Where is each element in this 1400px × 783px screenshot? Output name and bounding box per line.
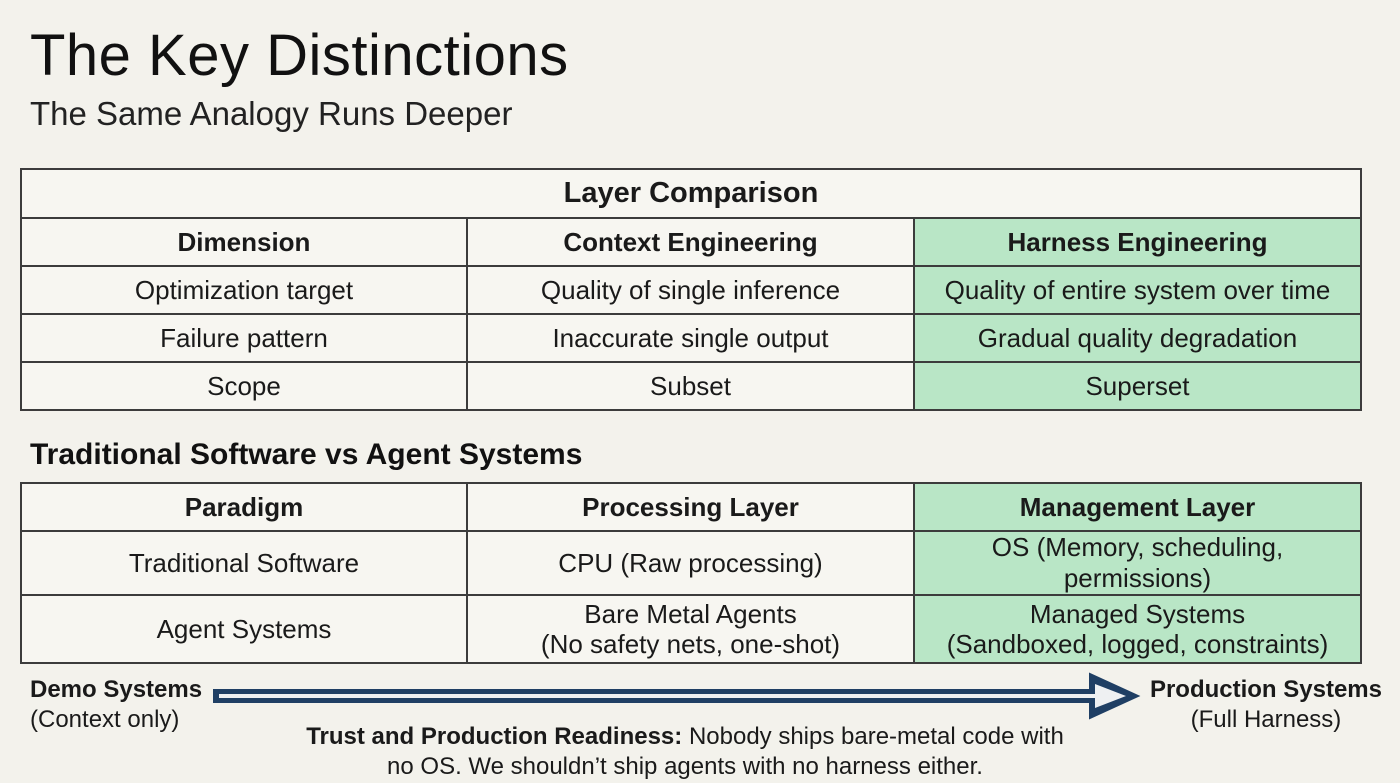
table-cell: Bare Metal Agents (No safety nets, one-s… xyxy=(466,594,915,664)
column-header-harness-engineering: Harness Engineering xyxy=(913,217,1362,267)
section-title: Traditional Software vs Agent Systems xyxy=(30,438,583,471)
column-header-dimension: Dimension xyxy=(20,217,468,267)
demo-systems-label: Demo Systems (Context only) xyxy=(30,675,202,735)
table-cell: Optimization target xyxy=(20,265,468,315)
paradigm-table: Paradigm Processing Layer Management Lay… xyxy=(20,482,1362,664)
right-arrow-icon xyxy=(213,672,1141,720)
column-header-processing-layer: Processing Layer xyxy=(466,482,915,532)
table-row: Failure pattern Inaccurate single output… xyxy=(20,313,1362,363)
cell-line: Managed Systems xyxy=(1029,599,1246,629)
table-header-row: Dimension Context Engineering Harness En… xyxy=(20,217,1362,267)
table-cell: Superset xyxy=(913,361,1362,411)
table-row: Agent Systems Bare Metal Agents (No safe… xyxy=(20,594,1362,664)
column-header-management-layer: Management Layer xyxy=(913,482,1362,532)
note-body: Nobody ships bare-metal code with no OS.… xyxy=(387,723,1064,780)
table-cell: Quality of entire system over time xyxy=(913,265,1362,315)
production-systems-label: Production Systems (Full Harness) xyxy=(1150,675,1382,735)
table-cell: Gradual quality degradation xyxy=(913,313,1362,363)
production-systems-sub: (Full Harness) xyxy=(1190,706,1342,733)
production-systems-title: Production Systems xyxy=(1149,676,1382,703)
cell-subline: (No safety nets, one-shot) xyxy=(540,629,841,659)
cell-line: Bare Metal Agents xyxy=(584,599,797,629)
table-cell: Failure pattern xyxy=(20,313,468,363)
column-header-context-engineering: Context Engineering xyxy=(466,217,915,267)
page-title: The Key Distinctions xyxy=(30,23,569,88)
table-row: Optimization target Quality of single in… xyxy=(20,265,1362,315)
table-cell: Inaccurate single output xyxy=(466,313,915,363)
note-heading: Trust and Production Readiness: xyxy=(306,723,683,750)
table-row: Scope Subset Superset xyxy=(20,361,1362,411)
table-header-row: Paradigm Processing Layer Management Lay… xyxy=(20,482,1362,532)
table-cell: Agent Systems xyxy=(20,594,468,664)
table-cell: OS (Memory, scheduling, permissions) xyxy=(913,530,1362,596)
demo-systems-title: Demo Systems xyxy=(30,676,203,703)
column-header-paradigm: Paradigm xyxy=(20,482,468,532)
table-cell: Quality of single inference xyxy=(466,265,915,315)
table-cell: Subset xyxy=(466,361,915,411)
table-cell: Managed Systems (Sandboxed, logged, cons… xyxy=(913,594,1362,664)
cell-subline: (Sandboxed, logged, constraints) xyxy=(946,629,1329,659)
demo-systems-sub: (Context only) xyxy=(30,706,180,733)
table-row: Traditional Software CPU (Raw processing… xyxy=(20,530,1362,596)
table-cell: Traditional Software xyxy=(20,530,468,596)
layer-comparison-table: Layer Comparison Dimension Context Engin… xyxy=(20,168,1362,411)
table-cell: CPU (Raw processing) xyxy=(466,530,915,596)
table-caption: Layer Comparison xyxy=(20,168,1362,219)
readiness-note: Trust and Production Readiness: Nobody s… xyxy=(290,722,1080,782)
page-subtitle: The Same Analogy Runs Deeper xyxy=(30,95,513,132)
table-cell: Scope xyxy=(20,361,468,411)
